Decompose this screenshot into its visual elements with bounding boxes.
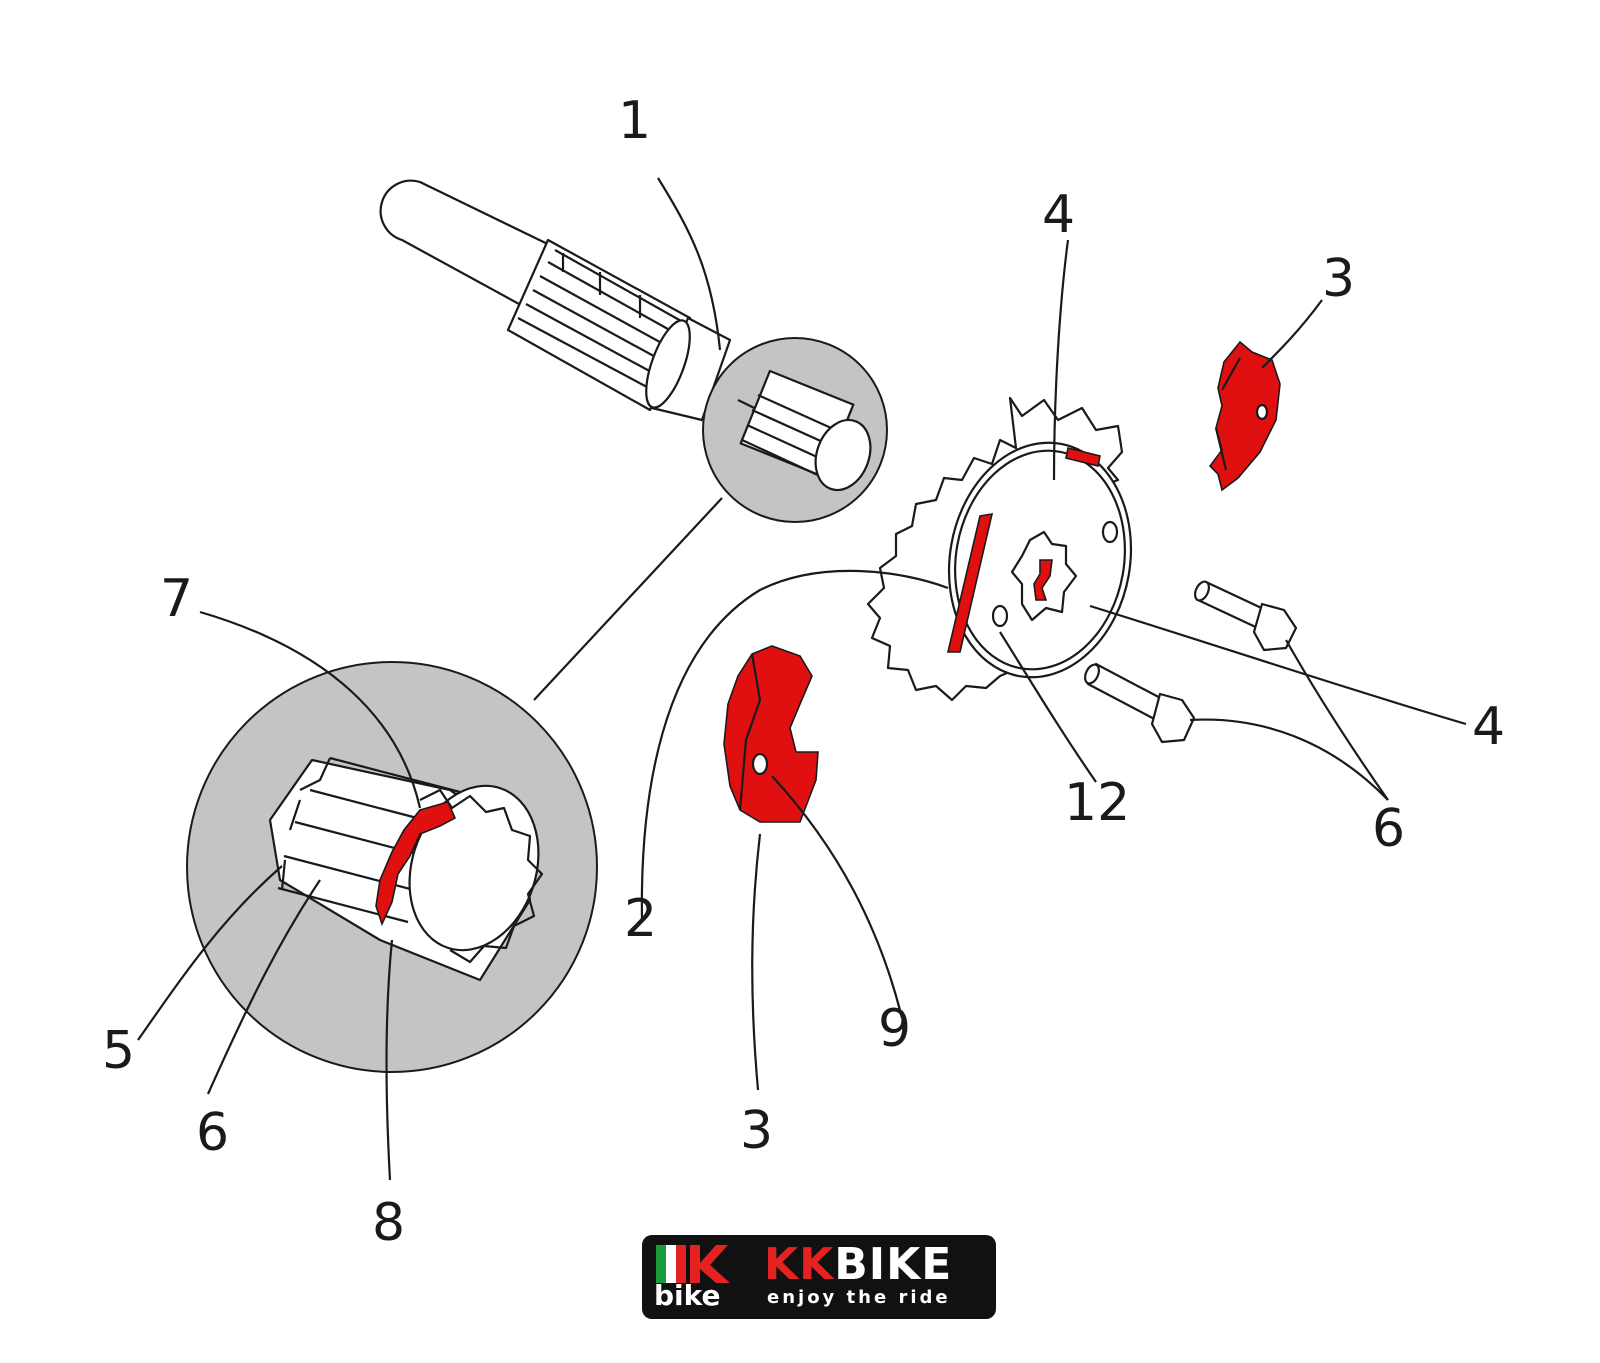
callout-8: 8 — [372, 1193, 405, 1253]
logo-brand-kk: KK — [764, 1239, 835, 1290]
shaft — [379, 179, 732, 422]
retaining-plate-bottom — [723, 645, 819, 823]
callout-6-left: 6 — [196, 1103, 229, 1163]
callout-12: 12 — [1064, 773, 1130, 833]
callout-4-top: 4 — [1042, 185, 1075, 245]
logo-mark-icon — [656, 1245, 730, 1283]
large-magnifier — [186, 661, 598, 1073]
callout-3-top: 3 — [1322, 249, 1355, 309]
small-magnifier — [702, 337, 888, 523]
callout-2: 2 — [624, 889, 657, 949]
sprocket-slot-highlight — [946, 513, 994, 653]
callout-6-right: 6 — [1372, 799, 1405, 859]
sprocket — [866, 396, 1133, 702]
circlip-highlight — [375, 801, 457, 927]
bolt-lower — [1084, 662, 1196, 744]
callout-5: 5 — [102, 1021, 135, 1081]
magnifier-connector — [533, 497, 723, 701]
retaining-plate-top — [1208, 340, 1281, 492]
leader-lines — [137, 177, 1467, 1181]
callout-7: 7 — [160, 569, 193, 629]
callouts: 1 4 3 7 2 4 12 6 5 6 8 9 3 — [102, 91, 1505, 1253]
callout-1: 1 — [618, 91, 651, 151]
callout-3-bottom: 3 — [740, 1101, 773, 1161]
kkbike-logo: bike KKBIKE enjoy the ride — [642, 1235, 996, 1319]
bolt-upper — [1194, 580, 1298, 652]
logo-brand: KKBIKE — [764, 1239, 952, 1291]
callout-9: 9 — [878, 999, 911, 1059]
logo-brand-rest: BIKE — [834, 1239, 953, 1290]
logo-bike-text: bike — [654, 1279, 721, 1312]
callout-4-right: 4 — [1472, 697, 1505, 757]
logo-tagline: enjoy the ride — [767, 1287, 951, 1308]
